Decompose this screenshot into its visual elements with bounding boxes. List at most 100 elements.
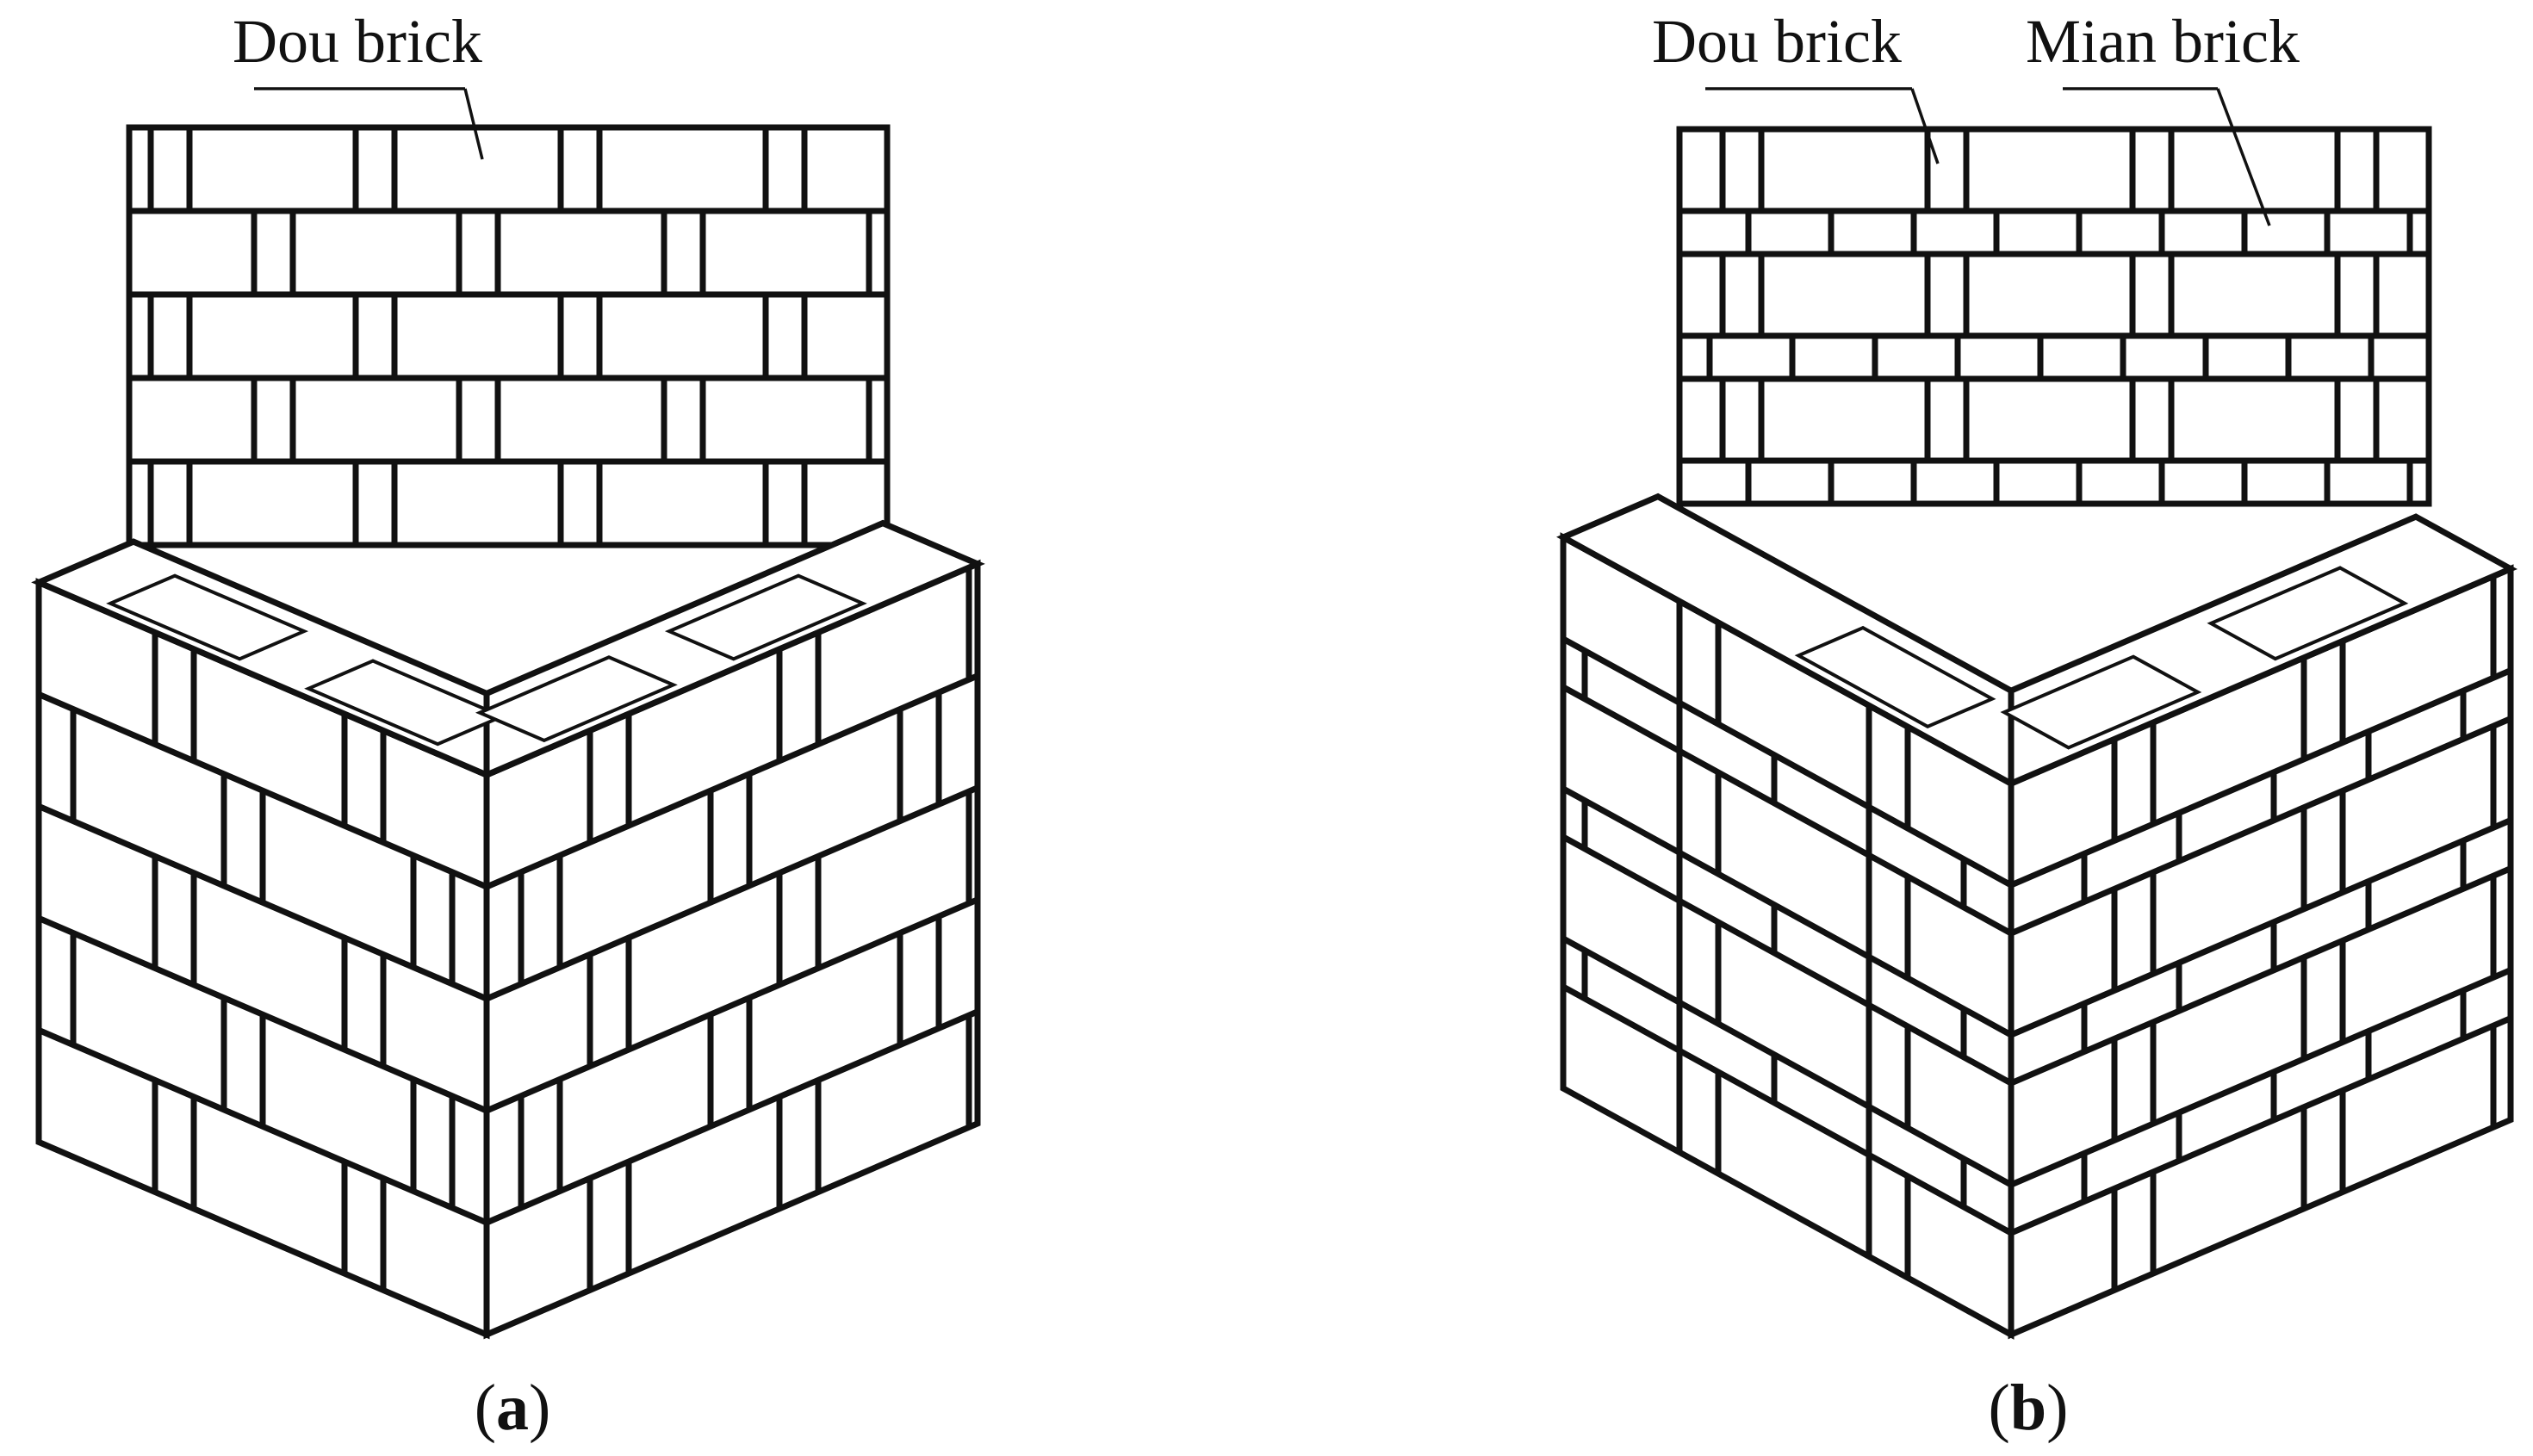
isometric-corner-a: [31, 519, 985, 1340]
elevation-b-mian-brick: [2037, 332, 2126, 382]
elevation-a-stretcher-brick: [289, 208, 463, 298]
elevation-b-mian-brick: [2076, 208, 2165, 257]
elevation-a-dou-brick: [456, 375, 501, 465]
elevation-b-mian-brick: [2285, 332, 2375, 382]
elevation-a-dou-bond: [126, 124, 891, 548]
elevation-b-mian-brick: [1910, 457, 2000, 507]
elevation-b-stretcher-brick: [1676, 126, 1726, 214]
corner-right-bed-joint: [485, 1008, 979, 1226]
corner-right-top-cavity: [2000, 654, 2202, 750]
elevation-a-stretcher-brick: [494, 375, 667, 465]
elevation-b-mian-brick: [2324, 208, 2413, 257]
elevation-b-dou-brick: [1719, 375, 1765, 464]
elevation-a-stretcher-brick: [186, 124, 359, 214]
elevation-b-dou-brick: [2334, 251, 2380, 339]
corner-right-bed-joint: [485, 672, 979, 890]
corner-left-bed-joint: [1561, 684, 2013, 937]
corner-right-bed-joint: [2009, 865, 2512, 1087]
elevation-b-mian-brick: [1676, 208, 1752, 257]
elevation-b-mian-brick: [1872, 332, 1961, 382]
elevation-a-dou-brick: [762, 124, 808, 214]
elevation-b-mian-brick: [1910, 208, 2000, 257]
corner-right-bed-joint: [485, 896, 979, 1114]
elevation-b-mian-brick: [2076, 457, 2165, 507]
leader-line-b-mian-pointer: [2216, 88, 2271, 226]
elevation-a-stretcher-brick: [186, 458, 359, 548]
elevation-a-dou-brick: [147, 291, 193, 381]
elevation-b-mian-brick: [1789, 332, 1878, 382]
elevation-b-mian-brick: [1676, 332, 1713, 382]
elevation-b-mian-brick: [2241, 208, 2331, 257]
elevation-b-stretcher-brick: [1963, 126, 2136, 214]
elevation-b-stretcher-brick: [1963, 375, 2136, 464]
elevation-a-stretcher-brick: [289, 375, 463, 465]
corner-left-bed-joint: [1561, 983, 2013, 1236]
elevation-a-dou-brick: [251, 208, 296, 298]
elevation-b-mian-brick: [2406, 208, 2432, 257]
elevation-b-mian-brick: [1745, 208, 1835, 257]
elevation-b-mian-brick: [1676, 457, 1752, 507]
label-b-dou-brick: Dou brick: [1652, 7, 1902, 76]
elevation-a-stretcher-brick: [126, 124, 154, 214]
elevation-a-dou-brick: [557, 291, 603, 381]
corner-right-bed-joint: [2009, 1015, 2512, 1236]
corner-left-top-cavity: [106, 573, 309, 661]
corner-left-bed-joint: [1561, 833, 2013, 1087]
elevation-b-dou-brick: [2129, 251, 2175, 339]
elevation-b-stretcher-brick: [2168, 126, 2341, 214]
elevation-a-stretcher-brick: [596, 124, 769, 214]
corner-right-bed-joint: [2009, 716, 2512, 937]
elevation-b-stretcher-brick: [2168, 375, 2341, 464]
corner-left-top-cavity: [304, 659, 507, 747]
leader-line-a-dou-pointer: [463, 88, 484, 160]
elevation-a-dou-brick: [866, 375, 891, 465]
elevation-a-stretcher-brick: [801, 124, 891, 214]
elevation-a-stretcher-brick: [186, 291, 359, 381]
elevation-a-stretcher-brick: [126, 208, 258, 298]
elevation-b-mian-brick: [2158, 208, 2248, 257]
elevation-b-dou-brick: [1719, 126, 1765, 214]
elevation-a-dou-brick: [762, 291, 808, 381]
elevation-b-dou-brick: [1924, 251, 1970, 339]
elevation-b-mian-brick: [2368, 332, 2432, 382]
elevation-b-stretcher-brick: [2373, 251, 2432, 339]
elevation-b-mian-brick: [1706, 332, 1796, 382]
corner-right-top-cavity: [2207, 566, 2409, 661]
corner-left-bed-joint: [1561, 935, 2013, 1188]
elevation-b-stretcher-brick: [1676, 375, 1726, 464]
elevation-b-mian-brick: [1828, 457, 1917, 507]
elevation-b-mian-brick: [2202, 332, 2292, 382]
elevation-a-stretcher-brick: [126, 375, 258, 465]
elevation-b-dou-brick: [2129, 126, 2175, 214]
elevation-a-dou-brick: [352, 458, 398, 548]
corner-right-top-cavity: [475, 655, 678, 743]
elevation-a-stretcher-brick: [699, 375, 872, 465]
leader-line-b-dou-pointer: [1910, 88, 1940, 164]
elevation-b-dou-brick: [1924, 126, 1970, 214]
elevation-b-mian-brick: [2158, 457, 2248, 507]
elevation-a-dou-brick: [661, 208, 706, 298]
elevation-b-stretcher-brick: [1963, 251, 2136, 339]
label-b-mian-brick: Mian brick: [2026, 7, 2300, 76]
elevation-b-stretcher-brick: [2168, 251, 2341, 339]
isometric-corner-b: [1556, 493, 2517, 1340]
corner-right-bed-joint: [2009, 667, 2512, 889]
elevation-b-stretcher-brick: [2373, 375, 2432, 464]
elevation-a-stretcher-brick: [494, 208, 667, 298]
elevation-b-mian-brick: [1745, 457, 1835, 507]
elevation-a-dou-brick: [661, 375, 706, 465]
caption-b: (b): [1989, 1372, 2069, 1444]
elevation-a-stretcher-brick: [391, 291, 564, 381]
label-a-dou-brick: Dou brick: [233, 7, 482, 76]
corner-right-top-cavity: [664, 573, 867, 661]
elevation-b-mian-brick: [2241, 457, 2331, 507]
elevation-a-dou-brick: [147, 124, 193, 214]
elevation-b-mian-brick: [2324, 457, 2413, 507]
elevation-a-dou-brick: [866, 208, 891, 298]
elevation-a-dou-brick: [762, 458, 808, 548]
elevation-b-dou-brick: [2129, 375, 2175, 464]
corner-right-bed-joint: [2009, 967, 2512, 1188]
elevation-a-dou-brick: [557, 124, 603, 214]
